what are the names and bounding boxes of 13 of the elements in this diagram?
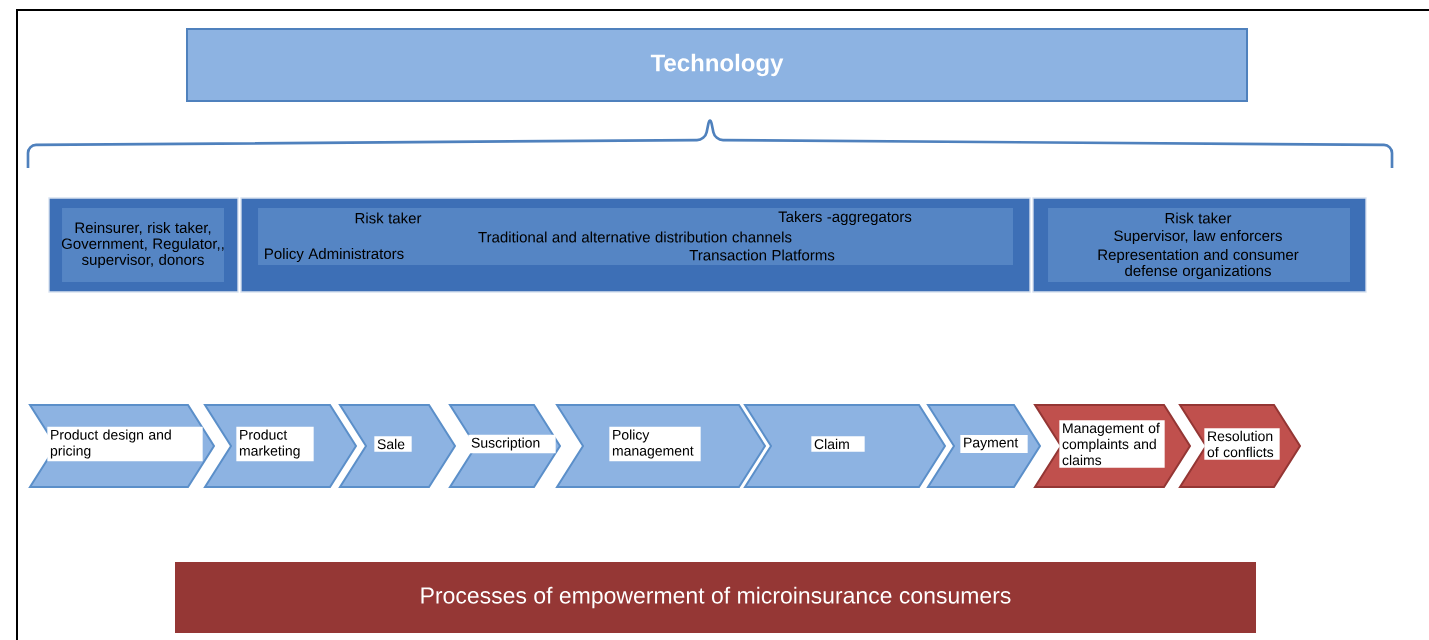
process-step: Sale bbox=[338, 404, 457, 488]
process-step: Suscription bbox=[448, 404, 562, 488]
panel: Reinsurer, risk taker, Government, Regulator,, supervisor, donors bbox=[48, 197, 239, 293]
process-step: Payment bbox=[926, 404, 1042, 488]
panel: Risk taker Supervisor, law enforcers Representation and consumer defense organizations bbox=[1032, 197, 1367, 293]
process-step: Claim bbox=[743, 404, 947, 488]
banner-box: Processes of empowerment of microinsurance consumers bbox=[175, 562, 1256, 633]
process-step: Product marketing bbox=[203, 404, 358, 488]
process-step: Resolution of conflicts bbox=[1178, 404, 1302, 488]
process-step: Product design and pricing bbox=[28, 404, 216, 488]
process-step: Management of complaints and claims bbox=[1033, 404, 1192, 488]
process-step: Policy management bbox=[555, 404, 767, 488]
banner-box: Technology bbox=[186, 28, 1248, 102]
